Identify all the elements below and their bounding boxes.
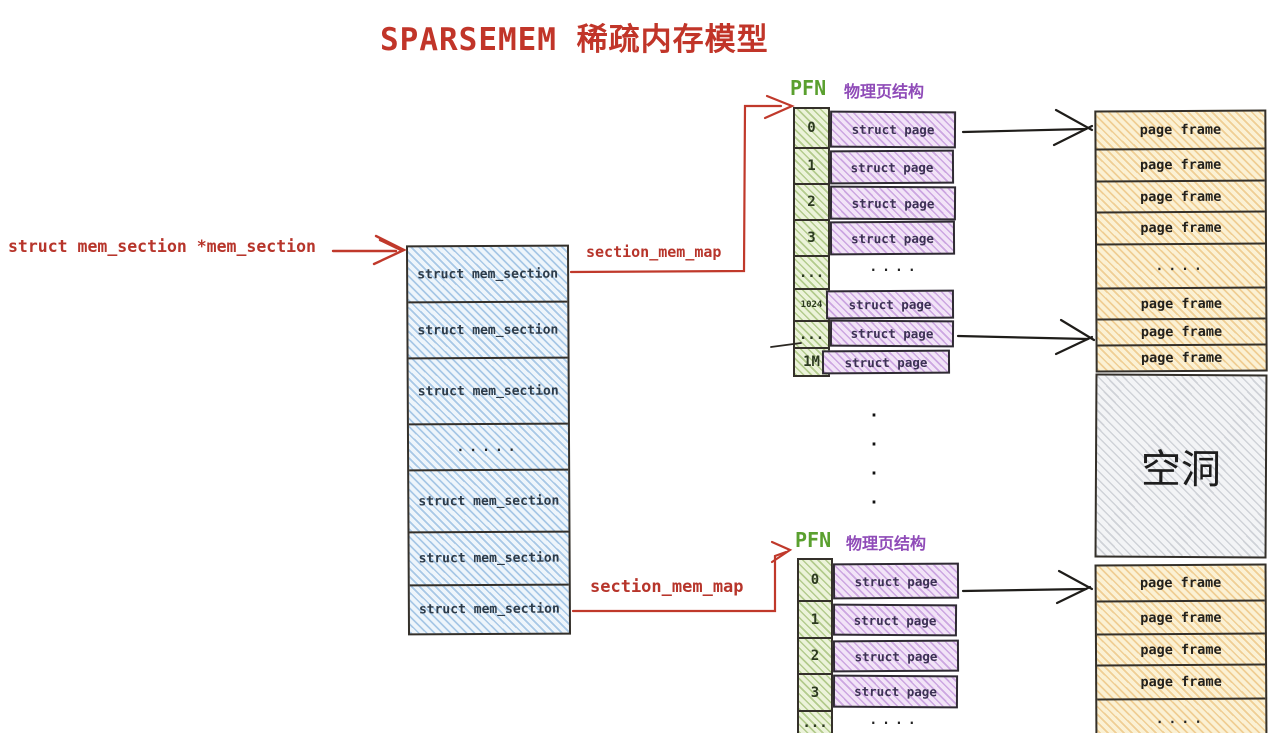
- pfn-cell: 1M: [803, 354, 820, 370]
- struct-page-box: struct page: [829, 110, 957, 149]
- struct-page-header-bottom: 物理页结构: [846, 534, 927, 553]
- pfn-cell: 1: [795, 149, 828, 185]
- section-mem-map-label-top: section_mem_map: [586, 243, 722, 261]
- page-arrow-middle: [956, 318, 1096, 356]
- page-frame-ellipsis-row: ....: [1097, 244, 1266, 290]
- pfn-cell: 1: [799, 602, 831, 639]
- page-frame-row: page frame: [1097, 319, 1266, 347]
- page-frame-row: page frame: [1096, 601, 1265, 636]
- struct-page-box: struct page: [829, 185, 957, 221]
- memory-hole-box: 空洞: [1094, 373, 1268, 559]
- page-frame-row: page frame: [1096, 149, 1265, 183]
- struct-page-ellipsis: ....: [869, 260, 921, 275]
- pfn-cell: 1024: [795, 290, 828, 322]
- pfn-cell: 2: [795, 185, 828, 221]
- pfn-header-top: PFN: [790, 76, 827, 100]
- page-arrow-top: [961, 108, 1094, 147]
- pfn-cell: 0: [799, 560, 831, 602]
- page-frame-row: page frame: [1096, 212, 1266, 246]
- mem-section-row: struct mem_section: [418, 601, 560, 618]
- page-frame-ellipsis-row: ....: [1155, 711, 1208, 728]
- page-frame-row: page frame: [1096, 111, 1265, 151]
- mem-section-row: struct mem_section: [408, 358, 568, 426]
- struct-page-box: struct page: [832, 562, 960, 600]
- struct-page-box: struct page: [825, 289, 955, 320]
- pfn-cell: ...: [795, 257, 828, 290]
- mem-section-column: struct mem_section struct mem_section st…: [405, 244, 572, 636]
- struct-page-box: struct page: [832, 674, 959, 709]
- pfn-cell: ...: [802, 714, 828, 731]
- section-mem-map-label-bottom: section_mem_map: [590, 577, 744, 597]
- pfn-cell: 2: [799, 639, 831, 675]
- struct-page-box: struct page: [829, 220, 956, 256]
- pfn-cell: 3: [795, 221, 828, 257]
- diagram-title: SPARSEMEM 稀疏内存模型: [380, 22, 769, 58]
- mem-section-row: struct mem_section: [409, 532, 569, 587]
- struct-page-box: struct page: [832, 639, 960, 673]
- mem-section-row: struct mem_section: [408, 302, 568, 360]
- struct-page-box: struct page: [832, 603, 958, 637]
- struct-page-ellipsis: ....: [869, 713, 921, 728]
- page-frame-row: page frame: [1096, 565, 1265, 603]
- struct-page-box: struct page: [821, 349, 951, 375]
- mem-section-row: struct mem_section: [409, 470, 569, 534]
- page-frame-row: page frame: [1097, 665, 1266, 701]
- mem-section-ellipsis-row: .....: [408, 424, 569, 472]
- page-frame-row: page frame: [1097, 288, 1266, 321]
- struct-page-box: struct page: [829, 319, 955, 348]
- pfn-cell: 3: [799, 675, 831, 712]
- struct-page-box: struct page: [829, 149, 955, 185]
- mem-section-pointer-label: struct mem_section *mem_section: [8, 237, 316, 256]
- pfn-column-top: 0 1 2 3 ... 1024 ... 1M: [793, 107, 830, 377]
- pfn-header-bottom: PFN: [795, 528, 832, 552]
- page-frame-column-top: page frame page frame page frame page fr…: [1094, 109, 1268, 373]
- mem-section-row: struct mem_section: [407, 246, 568, 304]
- pfn-cell: 0: [795, 109, 828, 149]
- memory-hole-label: 空洞: [1140, 446, 1222, 494]
- page-frame-column-bottom: page frame page frame page frame page fr…: [1094, 563, 1268, 733]
- struct-page-header-top: 物理页结构: [844, 82, 925, 101]
- page-frame-row: page frame: [1096, 181, 1265, 214]
- page-frame-row: page frame: [1140, 349, 1223, 367]
- page-frame-row: page frame: [1096, 634, 1266, 667]
- pointer-arrow: [331, 234, 407, 266]
- pfn-cell: ...: [795, 322, 828, 349]
- page-arrow-bottom: [961, 569, 1094, 605]
- pfn-column-bottom: 0 1 2 3 ...: [797, 558, 833, 733]
- vertical-ellipsis: ····: [864, 406, 884, 522]
